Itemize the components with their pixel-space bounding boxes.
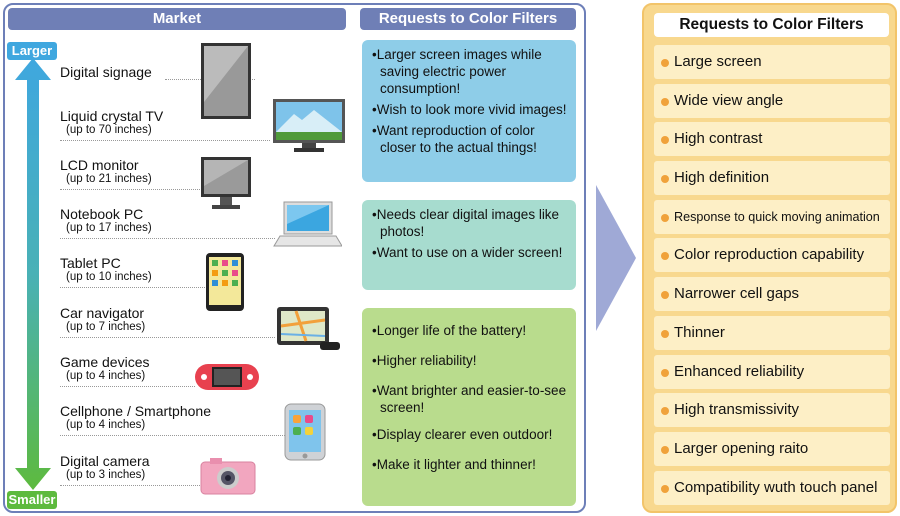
request-item: •Make it lighter and thinner! bbox=[372, 457, 536, 472]
summary-item: Color reproduction capability bbox=[654, 238, 890, 273]
device-name: Cellphone / Smartphone bbox=[60, 403, 211, 419]
device-car-navigator: Car navigator (up to 7 inches) bbox=[60, 305, 320, 338]
device-size: (up to 17 inches) bbox=[66, 222, 152, 234]
summary-header: Requests to Color Filters bbox=[654, 13, 889, 37]
request-item: •Needs clear digital images like photos! bbox=[372, 207, 560, 239]
larger-label: Larger bbox=[7, 42, 57, 60]
summary-item: High transmissivity bbox=[654, 393, 890, 428]
device-size: (up to 3 inches) bbox=[66, 469, 146, 481]
request-item: •Larger screen images while saving elect… bbox=[372, 47, 542, 96]
summary-item: Thinner bbox=[654, 315, 890, 350]
summary-item: High contrast bbox=[654, 122, 890, 157]
market-header: Market bbox=[8, 8, 346, 30]
device-name: Notebook PC bbox=[60, 206, 144, 222]
size-scale-arrow bbox=[15, 58, 51, 490]
summary-item: Larger opening raito bbox=[654, 431, 890, 466]
summary-item: High definition bbox=[654, 161, 890, 196]
device-digital-signage: Digital signage bbox=[60, 64, 320, 80]
device-lcd-tv: Liquid crystal TV (up to 70 inches) bbox=[60, 108, 320, 141]
summary-list: Large screen Wide view angle High contra… bbox=[654, 45, 890, 509]
device-camera: Digital camera (up to 3 inches) bbox=[60, 453, 320, 486]
summary-item: Response to quick moving animation bbox=[654, 199, 890, 234]
request-item: •Longer life of the battery! bbox=[372, 323, 527, 338]
leader-line bbox=[60, 337, 275, 338]
digital-signage-icon bbox=[201, 43, 251, 119]
smaller-label: Smaller bbox=[7, 491, 57, 509]
camera-icon bbox=[200, 458, 256, 495]
request-item: •Want to use on a wider screen! bbox=[372, 245, 563, 260]
leader-line bbox=[60, 435, 285, 436]
device-tablet-pc: Tablet PC (up to 10 inches) bbox=[60, 255, 320, 288]
game-device-icon bbox=[195, 364, 259, 390]
request-item: •Want reproduction of color closer to th… bbox=[372, 123, 537, 155]
summary-panel: Requests to Color Filters Large screen W… bbox=[642, 3, 897, 513]
device-name: Game devices bbox=[60, 354, 150, 370]
request-item: •Display clearer even outdoor! bbox=[372, 427, 553, 442]
tablet-icon bbox=[206, 253, 244, 311]
device-name: LCD monitor bbox=[60, 157, 139, 173]
notebook-icon bbox=[273, 201, 342, 247]
device-size: (up to 4 inches) bbox=[66, 419, 146, 431]
device-size: (up to 21 inches) bbox=[66, 173, 152, 185]
device-name: Car navigator bbox=[60, 305, 145, 321]
summary-item: Wide view angle bbox=[654, 83, 890, 118]
device-size: (up to 4 inches) bbox=[66, 370, 146, 382]
leader-line bbox=[60, 287, 205, 288]
request-item: •Wish to look more vivid images! bbox=[372, 102, 567, 117]
smartphone-icon bbox=[284, 403, 326, 461]
tv-icon bbox=[273, 99, 345, 152]
leader-line bbox=[60, 485, 200, 486]
device-name: Digital camera bbox=[60, 453, 150, 469]
device-size: (up to 10 inches) bbox=[66, 271, 152, 283]
monitor-icon bbox=[201, 157, 251, 209]
device-lcd-monitor: LCD monitor (up to 21 inches) bbox=[60, 157, 320, 190]
leader-line bbox=[60, 238, 275, 239]
device-game: Game devices (up to 4 inches) bbox=[60, 354, 320, 387]
device-name: Digital signage bbox=[60, 64, 152, 80]
device-size: (up to 70 inches) bbox=[66, 124, 152, 136]
summary-item: Narrower cell gaps bbox=[654, 277, 890, 312]
request-item: •Want brighter and easier-to-see screen! bbox=[372, 383, 567, 415]
requests-group-mid-displays: •Needs clear digital images like photos!… bbox=[362, 200, 576, 290]
summary-item: Compatibility wuth touch panel bbox=[654, 470, 890, 505]
leader-line bbox=[60, 189, 200, 190]
flow-arrow bbox=[596, 185, 636, 331]
summary-item: Large screen bbox=[654, 45, 890, 79]
device-notebook-pc: Notebook PC (up to 17 inches) bbox=[60, 206, 320, 239]
device-smartphone: Cellphone / Smartphone (up to 4 inches) bbox=[60, 403, 320, 436]
requests-group-small-displays: •Longer life of the battery! •Higher rel… bbox=[362, 308, 576, 506]
requests-header: Requests to Color Filters bbox=[360, 8, 576, 30]
device-name: Tablet PC bbox=[60, 255, 121, 271]
summary-item: Enhanced reliability bbox=[654, 354, 890, 389]
leader-line bbox=[60, 386, 195, 387]
device-size: (up to 7 inches) bbox=[66, 321, 146, 333]
leader-line bbox=[60, 140, 270, 141]
request-item: •Higher reliability! bbox=[372, 353, 477, 368]
requests-group-large-displays: •Larger screen images while saving elect… bbox=[362, 40, 576, 182]
device-name: Liquid crystal TV bbox=[60, 108, 164, 124]
car-navigator-icon bbox=[277, 307, 340, 350]
